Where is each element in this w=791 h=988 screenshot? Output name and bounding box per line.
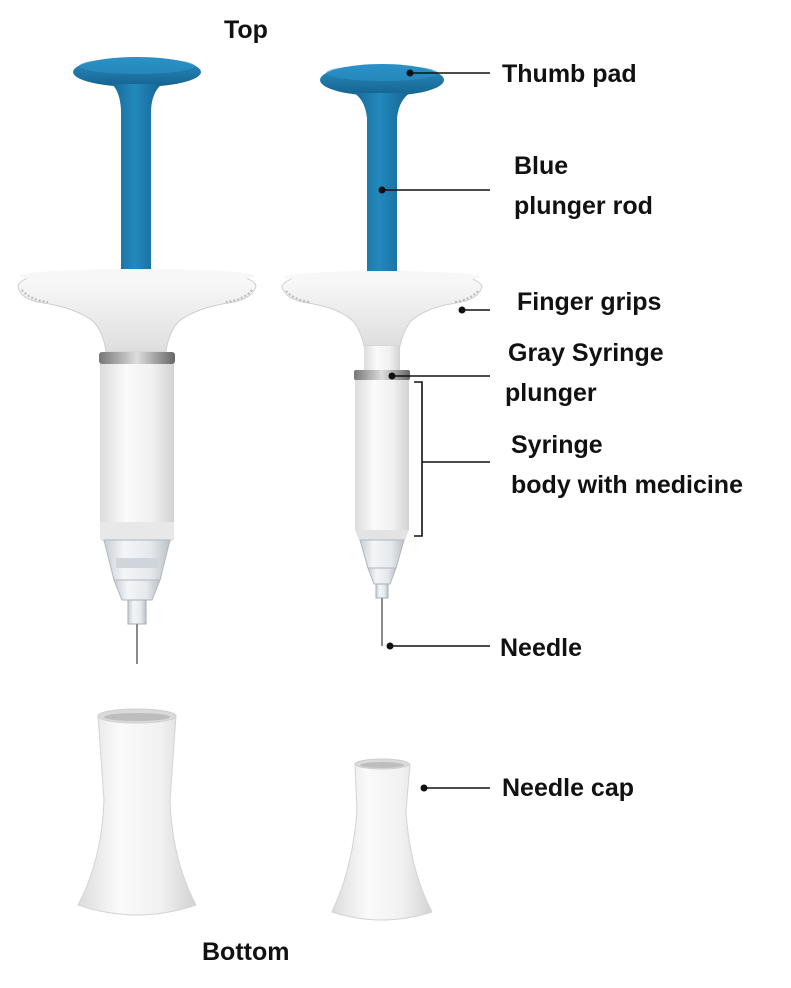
syringe-plunger-label-line2: plunger	[505, 377, 597, 409]
left-finger-grips	[18, 272, 256, 352]
right-finger-grips	[282, 273, 482, 346]
finger-grips-label: Finger grips	[517, 286, 661, 318]
needle-label: Needle	[500, 632, 582, 664]
right-plunger-rod	[354, 93, 410, 272]
left-syringe-body	[100, 364, 174, 522]
left-syringe	[18, 57, 256, 915]
right-gray-syringe-plunger	[354, 370, 410, 380]
needle-cap-label: Needle cap	[502, 772, 634, 804]
syringe-body-label-line1: Syringe	[511, 429, 603, 461]
syringe-plunger-label-line1: Gray Syringe	[508, 337, 664, 369]
plunger-rod-label-line2: plunger rod	[514, 190, 653, 222]
top-label: Top	[224, 14, 268, 46]
left-needle-cap	[78, 712, 196, 915]
left-plunger-rod	[112, 84, 162, 272]
thumb-pad-label: Thumb pad	[502, 58, 637, 90]
right-needle-cap	[332, 761, 432, 920]
bottom-label: Bottom	[202, 936, 289, 968]
syringe-body-label-line2: body with medicine	[511, 469, 743, 501]
right-syringe-body	[355, 380, 409, 530]
plunger-rod-label-line1: Blue	[514, 150, 568, 182]
